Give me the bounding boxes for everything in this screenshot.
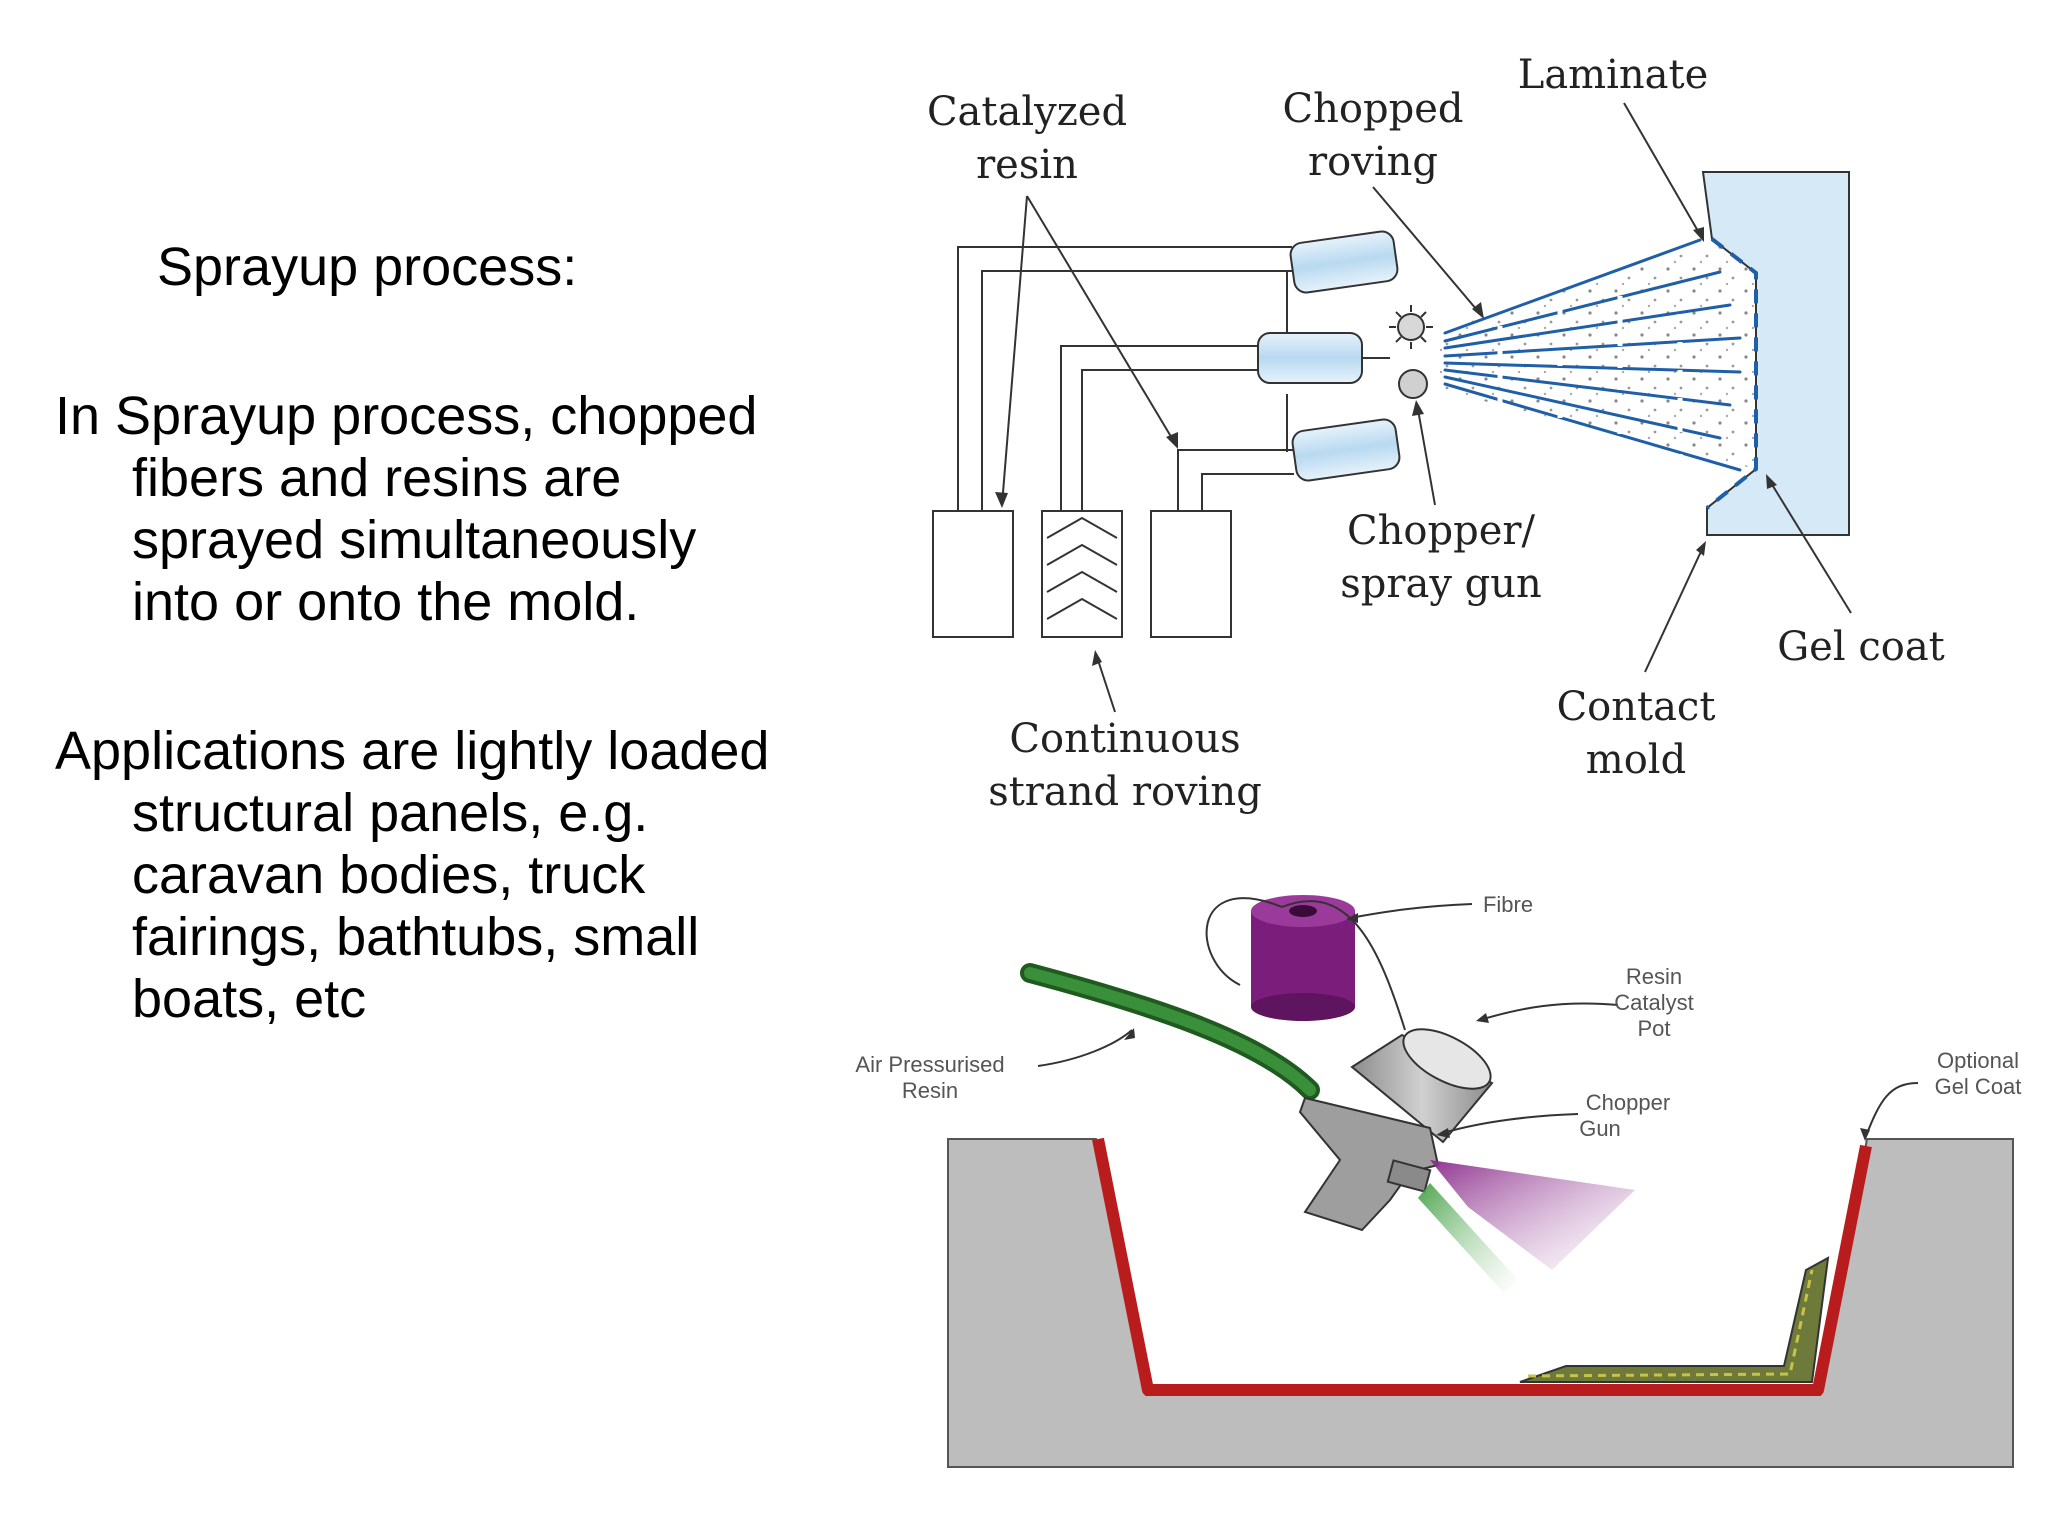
label-resin-catalyst-pot: Catalyst: [1614, 990, 1693, 1015]
label-optional-gel-coat: Gel Coat: [1935, 1074, 2022, 1099]
catalyst-container: [932, 510, 1014, 638]
label-continuous-strand-roving: strand roving: [988, 769, 1262, 815]
description-line: into or onto the mold.: [132, 572, 640, 632]
label-air-pressurised-resin: Resin: [902, 1078, 958, 1103]
description-line: In Sprayup process, chopped: [55, 386, 758, 446]
applications-line: boats, etc: [132, 969, 367, 1029]
spray-nozzle-icon: [1398, 369, 1428, 399]
fibre-spool-icon: [1251, 895, 1355, 1021]
leader-lines: [1001, 102, 1852, 713]
label-optional-gel-coat: Optional: [1937, 1048, 2019, 1073]
laminate-layer: [1705, 237, 1758, 510]
bottom-leader-lines: [1037, 903, 1919, 1137]
label-chopped-roving: Chopped: [1283, 86, 1464, 132]
spray-mist: [1440, 230, 1760, 470]
label-laminate: Laminate: [1518, 52, 1709, 98]
label-contact-mold: mold: [1586, 737, 1686, 783]
chopper-gun-icon: [1298, 1096, 1440, 1232]
slide-title: Sprayup process:: [157, 237, 578, 297]
description-line: fibers and resins are: [132, 448, 622, 508]
applications-line: structural panels, e.g.: [132, 783, 649, 843]
feed-lines: [957, 246, 1294, 511]
resin-spray-cone: [1430, 1160, 1635, 1270]
label-chopper-gun: Chopper: [1586, 1090, 1670, 1115]
description-paragraph: In Sprayup process, chopped fibers and r…: [55, 385, 757, 633]
applications-paragraph: Applications are lightly loaded structur…: [55, 720, 769, 1030]
top-schematic: Catalyzed resin Chopped roving Laminate …: [927, 52, 1945, 815]
catalyst-tank: [1289, 230, 1399, 294]
applications-line: fairings, bathtubs, small: [132, 907, 700, 967]
label-resin-catalyst-pot: Resin: [1626, 964, 1682, 989]
resin-container: [1150, 510, 1232, 638]
laminate-buildup: [1519, 1256, 1830, 1383]
label-catalyzed-resin: resin: [976, 142, 1078, 188]
resin-tank-lower: [1291, 418, 1401, 482]
label-gel-coat: Gel coat: [1777, 624, 1945, 670]
label-contact-mold: Contact: [1557, 684, 1716, 730]
roving-chevrons: [1046, 516, 1118, 620]
resin-tank: [1257, 332, 1363, 384]
label-air-pressurised-resin: Air Pressurised: [855, 1052, 1004, 1077]
label-fibre: Fibre: [1483, 892, 1533, 917]
roving-spool-box: [1041, 510, 1123, 638]
label-resin-catalyst-pot: Pot: [1637, 1016, 1670, 1041]
label-chopper-gun: Gun: [1579, 1116, 1621, 1141]
resin-catalyst-pot-icon: [1350, 1028, 1494, 1144]
applications-line: caravan bodies, truck: [132, 845, 646, 905]
label-chopper-spray-gun: Chopper/: [1347, 508, 1535, 554]
applications-line: Applications are lightly loaded: [55, 721, 770, 781]
bottom-arrowheads: [1124, 913, 1870, 1141]
chopper-wheel-icon: [1389, 305, 1433, 349]
spray-gaps: [1497, 230, 1683, 480]
fibre-spray-cone: [1418, 1183, 1518, 1293]
gel-coat-layer: [1092, 1137, 1872, 1396]
bottom-illustration: Fibre Resin Catalyst Pot Air Pressurised…: [855, 892, 2022, 1468]
description-line: sprayed simultaneously: [132, 510, 697, 570]
leader-arrowheads: [995, 227, 1777, 666]
label-continuous-strand-roving: Continuous: [1009, 716, 1240, 762]
label-chopped-roving: roving: [1308, 139, 1438, 185]
label-catalyzed-resin: Catalyzed: [927, 89, 1127, 135]
label-chopper-spray-gun: spray gun: [1340, 561, 1542, 607]
